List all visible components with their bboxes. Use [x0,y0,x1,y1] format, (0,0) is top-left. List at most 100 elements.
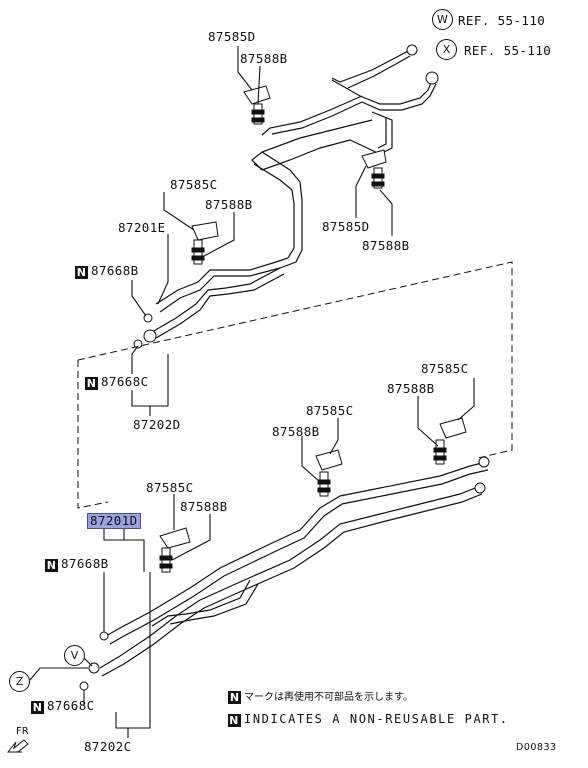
non-reusable-mark-icon: N [228,691,241,704]
non-reusable-mark-icon: N [85,377,98,390]
clip-87585d-top [243,85,271,105]
ref-x-label: REF. 55-110 [464,43,552,58]
label-87588b-mid: 87588B [362,238,410,253]
tube-to-ref-x-2 [361,83,437,111]
label-87202d: 87202D [133,417,181,432]
label-87585d-mid: 87585D [322,219,370,234]
non-reusable-mark-icon: N [31,701,44,714]
flare-nut-r1 [478,456,490,468]
label-87668c-b-text: 87668C [47,698,95,713]
non-reusable-mark-icon: N [75,266,88,279]
leader-87585c-a [163,192,195,231]
non-reusable-mark-icon: N [228,714,241,727]
label-87588b-a: 87588B [205,197,253,212]
lower-tube-1 [105,461,487,637]
left-upper-tube [159,267,281,313]
label-87585d-top: 87585D [208,29,256,44]
leader-87588b-r [417,396,439,447]
lower-tube-3 [99,485,481,669]
label-87668c-a-text: 87668C [101,374,149,389]
label-87201d-highlighted[interactable]: 87201D [87,513,141,529]
upper-bracket-loop-2 [377,118,387,149]
label-87588b-l: 87588B [180,499,228,514]
label-87201e: 87201E [118,220,166,235]
lower-tube-4 [101,493,483,677]
label-87668b-a-text: 87668B [91,263,139,278]
legend-en-text: INDICATES A NON-REUSABLE PART. [244,712,509,726]
bracket-87201d [103,528,145,572]
diagram-code: D00833 [516,742,557,753]
flare-nut-r2 [474,482,486,494]
bracket-87202d [131,354,169,416]
upper-tube-run-1 [261,95,363,136]
lower-left-tube-2 [155,273,285,339]
leader-87585c-m [329,418,339,455]
lower-tube-crossover-2 [169,583,259,625]
leader-87201e [157,234,169,305]
label-87588b-r: 87588B [387,381,435,396]
leader-87668b-a [131,280,147,317]
lower-tube-2 [109,469,489,645]
clip-87585d-mid [361,149,387,169]
bolt-head-m [317,479,331,493]
label-87585c-l: 87585C [146,480,194,495]
upper-tube-run-2 [271,101,363,135]
label-87588b-m: 87588B [272,424,320,439]
leader-87585d-top [237,46,253,91]
bolt-head-r [433,447,447,461]
ref-w-label: REF. 55-110 [458,13,546,28]
label-87585c-m: 87585C [306,403,354,418]
leader-87585d-mid [355,165,367,218]
label-87588b-top: 87588B [240,51,288,66]
leader-87668c-a [131,345,139,374]
lower-left-tube [151,267,281,333]
callout-v: V [64,645,85,666]
leader-87585c-r [457,378,475,421]
section-divider [77,261,513,509]
clip-87585c-a [191,221,219,241]
callout-z: Z [9,671,30,692]
bolt-head-top [251,109,265,123]
clip-87585c-l [159,527,191,549]
tube-to-ref-w [331,49,411,83]
callout-w: W [432,9,453,30]
leader-87588b-a [203,212,235,257]
leader-87588b-l [171,514,211,561]
upper-bracket-loop [251,111,393,171]
front-arrow-icon [6,739,29,753]
lower-tube-crossover [151,579,251,627]
front-direction-label: FR [16,726,29,737]
tube-to-ref-x [331,77,434,105]
leader-z [29,667,88,681]
left-upper-tube-2 [155,261,277,305]
seal-87668b-b [99,631,109,641]
leader-87588b-m [301,436,321,483]
nut-ref-w [406,44,418,56]
label-87668b-b-text: 87668B [61,556,109,571]
bolt-head-mid [371,173,385,187]
legend-jp-text: マークは再使用不可部品を示します。 [244,692,413,703]
upper-cross-tube-2 [253,163,295,263]
clip-87585c-m [315,449,343,471]
leader-87588b-mid [379,189,393,236]
leader-87588b-top [257,65,261,105]
clip-87585c-r [439,417,467,439]
label-87585c-a: 87585C [170,177,218,192]
nut-ref-x [425,71,439,85]
flare-nut-a [143,329,157,343]
tube-to-ref-w-2 [347,55,411,89]
seal-87668c-b [79,681,89,691]
bolt-head-a [191,247,205,261]
bracket-87202c [115,572,151,738]
seal-87668c-a [133,339,143,349]
label-87202c: 87202C [84,739,132,754]
non-reusable-mark-icon: N [45,559,58,572]
